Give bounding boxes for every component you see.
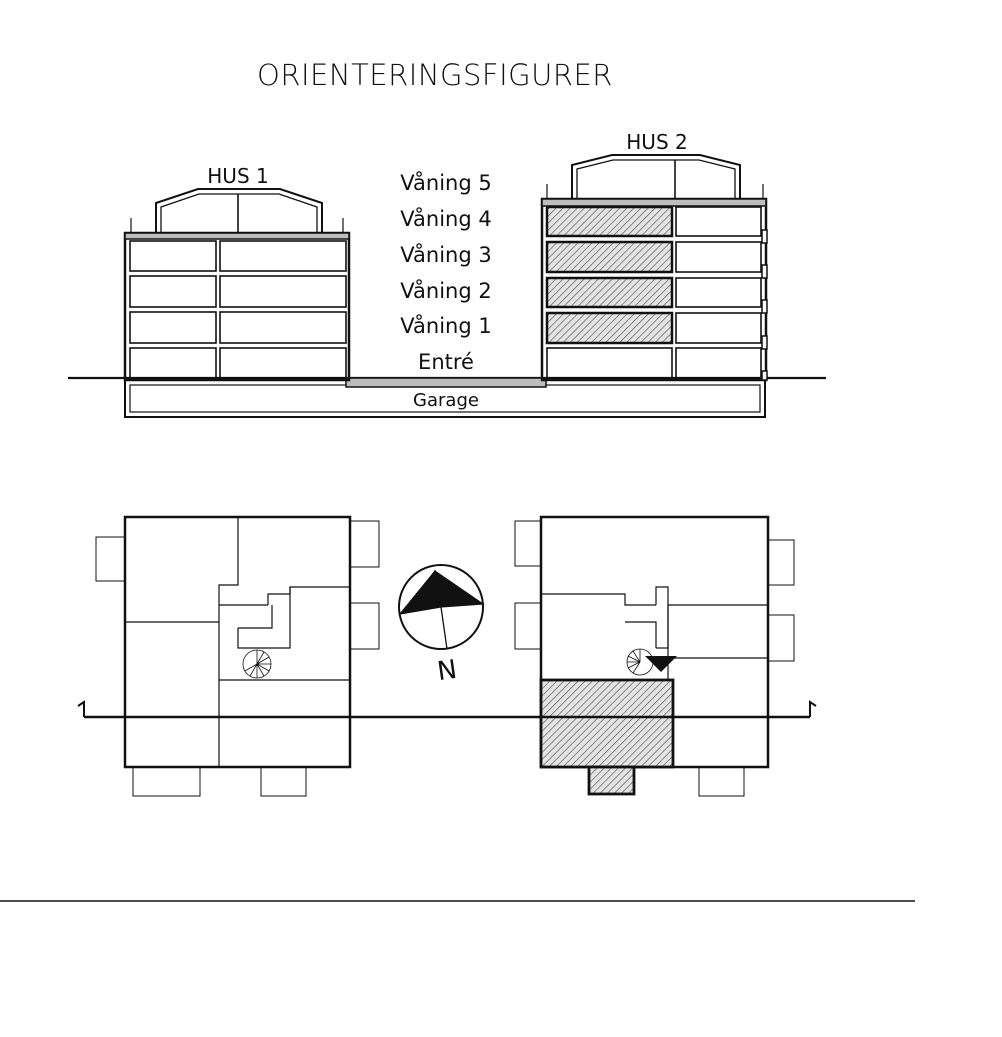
garage-label: Garage bbox=[413, 390, 479, 411]
hus2-floor-3-hatched bbox=[545, 240, 674, 274]
house-1-label: HUS 1 bbox=[207, 164, 268, 188]
house-2-spiral-stair bbox=[626, 648, 654, 676]
floor-label-5: Våning 5 bbox=[400, 170, 491, 195]
house-1-plan bbox=[95, 515, 380, 797]
floor-label-entre: Entré bbox=[418, 350, 474, 374]
page-title: ORIENTERINGSFIGURER bbox=[257, 58, 613, 92]
compass-icon bbox=[398, 564, 485, 650]
hus2-floor-2-hatched bbox=[545, 276, 674, 309]
plan-view bbox=[77, 515, 817, 797]
section-view bbox=[68, 154, 826, 418]
floor-label-4: Våning 4 bbox=[400, 206, 491, 231]
courtyard-slab bbox=[345, 377, 547, 388]
house-1-section bbox=[123, 188, 351, 382]
hus2-floor-4-hatched bbox=[545, 205, 674, 238]
house-2-plan bbox=[514, 515, 795, 797]
house-1-spiral-stair bbox=[242, 649, 272, 679]
floor-label-2: Våning 2 bbox=[400, 278, 491, 303]
north-label: N bbox=[435, 655, 458, 687]
hus2-floor-1-hatched bbox=[545, 311, 674, 345]
floor-label-3: Våning 3 bbox=[400, 242, 491, 267]
entrance-arrow-icon bbox=[645, 656, 677, 672]
section-cut-line bbox=[77, 700, 817, 719]
house-2-section bbox=[540, 154, 768, 382]
floor-label-1: Våning 1 bbox=[400, 313, 491, 338]
house-2-label: HUS 2 bbox=[626, 130, 687, 154]
hus2-selected-unit bbox=[539, 678, 675, 769]
